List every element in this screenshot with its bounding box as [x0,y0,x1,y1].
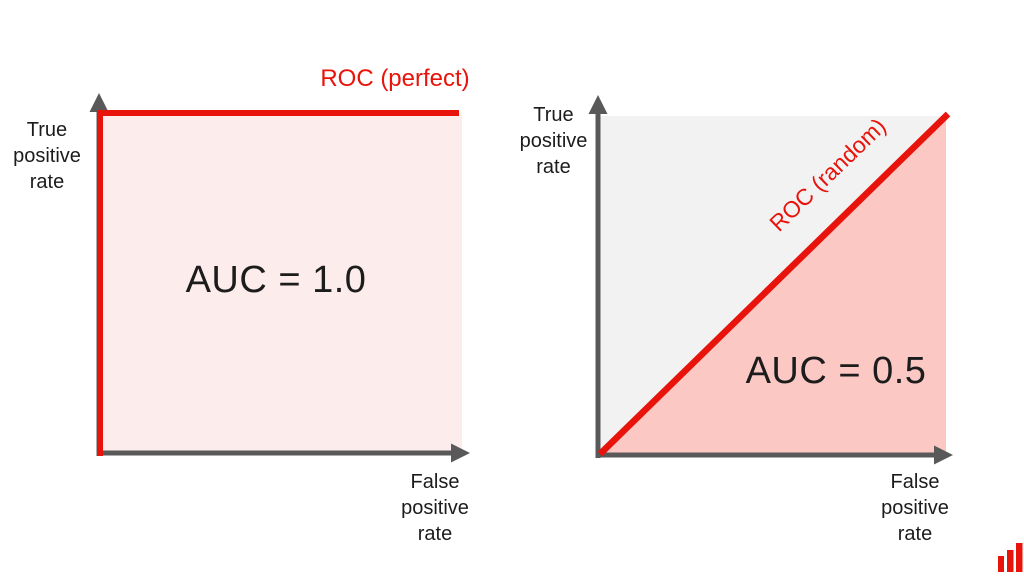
left-x-axis [97,450,454,456]
right-x-axis [596,452,937,458]
left-area-under-curve [100,113,462,453]
logo-bar-medium [1007,550,1014,572]
logo-bar-tall [1016,543,1023,572]
right-roc-random-chart [588,95,953,465]
left-y-axis-arrow-icon [89,93,109,112]
right-y-axis [595,110,601,458]
right-y-axis-arrow-icon [588,95,608,114]
bar-chart-logo-icon [998,543,1023,572]
right-auc-annotation: AUC = 0.5 [745,350,927,392]
left-y-axis-label: True positive rate [13,119,81,193]
left-x-axis-label: False positive rate [401,471,469,545]
left-x-axis-arrow-icon [451,443,470,463]
right-x-axis-label: False positive rate [881,471,949,545]
left-roc-curve-horizontal-segment [97,110,459,116]
right-x-axis-arrow-icon [934,445,953,465]
left-roc-curve-vertical-segment [97,110,103,456]
left-roc-perfect-chart [89,93,470,463]
left-curve-title: ROC (perfect) [320,65,470,92]
logo-bar-short [998,556,1004,572]
right-roc-curve-diagonal [597,111,951,457]
right-y-axis-label: True positive rate [519,104,588,178]
left-auc-annotation: AUC = 1.0 [185,259,367,301]
